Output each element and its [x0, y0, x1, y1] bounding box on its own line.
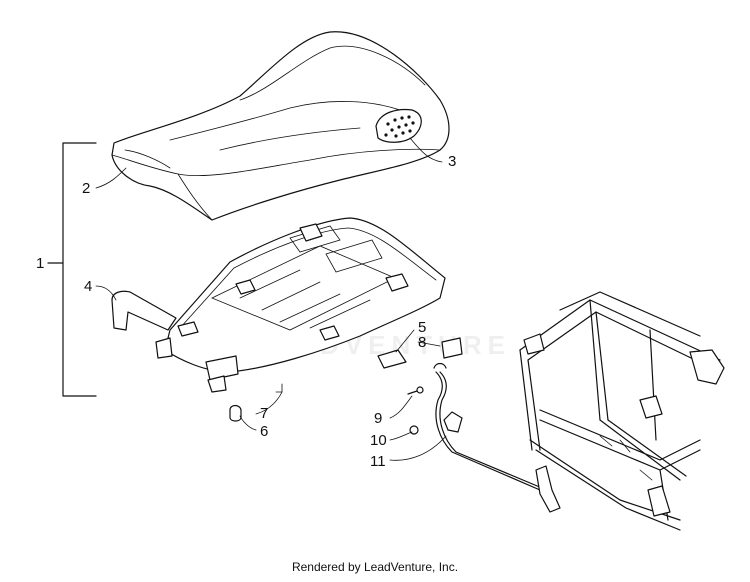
callout-1: 1 — [36, 255, 44, 272]
latch-rod-assembly — [407, 362, 561, 513]
vehicle-frame — [519, 291, 725, 531]
callout-7: 7 — [260, 405, 268, 422]
seat-cover — [111, 31, 450, 221]
callout-9: 9 — [374, 410, 382, 427]
callout-10: 10 — [370, 432, 387, 449]
seat-emblem — [375, 108, 422, 143]
seat-base — [111, 217, 446, 393]
callout-8: 8 — [418, 334, 426, 351]
callout-4: 4 — [84, 278, 92, 295]
footer-credit: Rendered by LeadVenture, Inc. — [291, 560, 459, 574]
callout-3: 3 — [448, 153, 456, 170]
callout-6: 6 — [260, 423, 268, 440]
group-bracket-1 — [47, 142, 97, 397]
latch-bracket-5-8 — [377, 337, 463, 369]
callout-11: 11 — [370, 453, 386, 470]
callout-5: 5 — [418, 319, 426, 336]
callout-2: 2 — [82, 180, 90, 197]
grommet-6-7 — [229, 383, 283, 422]
leader-lines — [95, 137, 447, 461]
